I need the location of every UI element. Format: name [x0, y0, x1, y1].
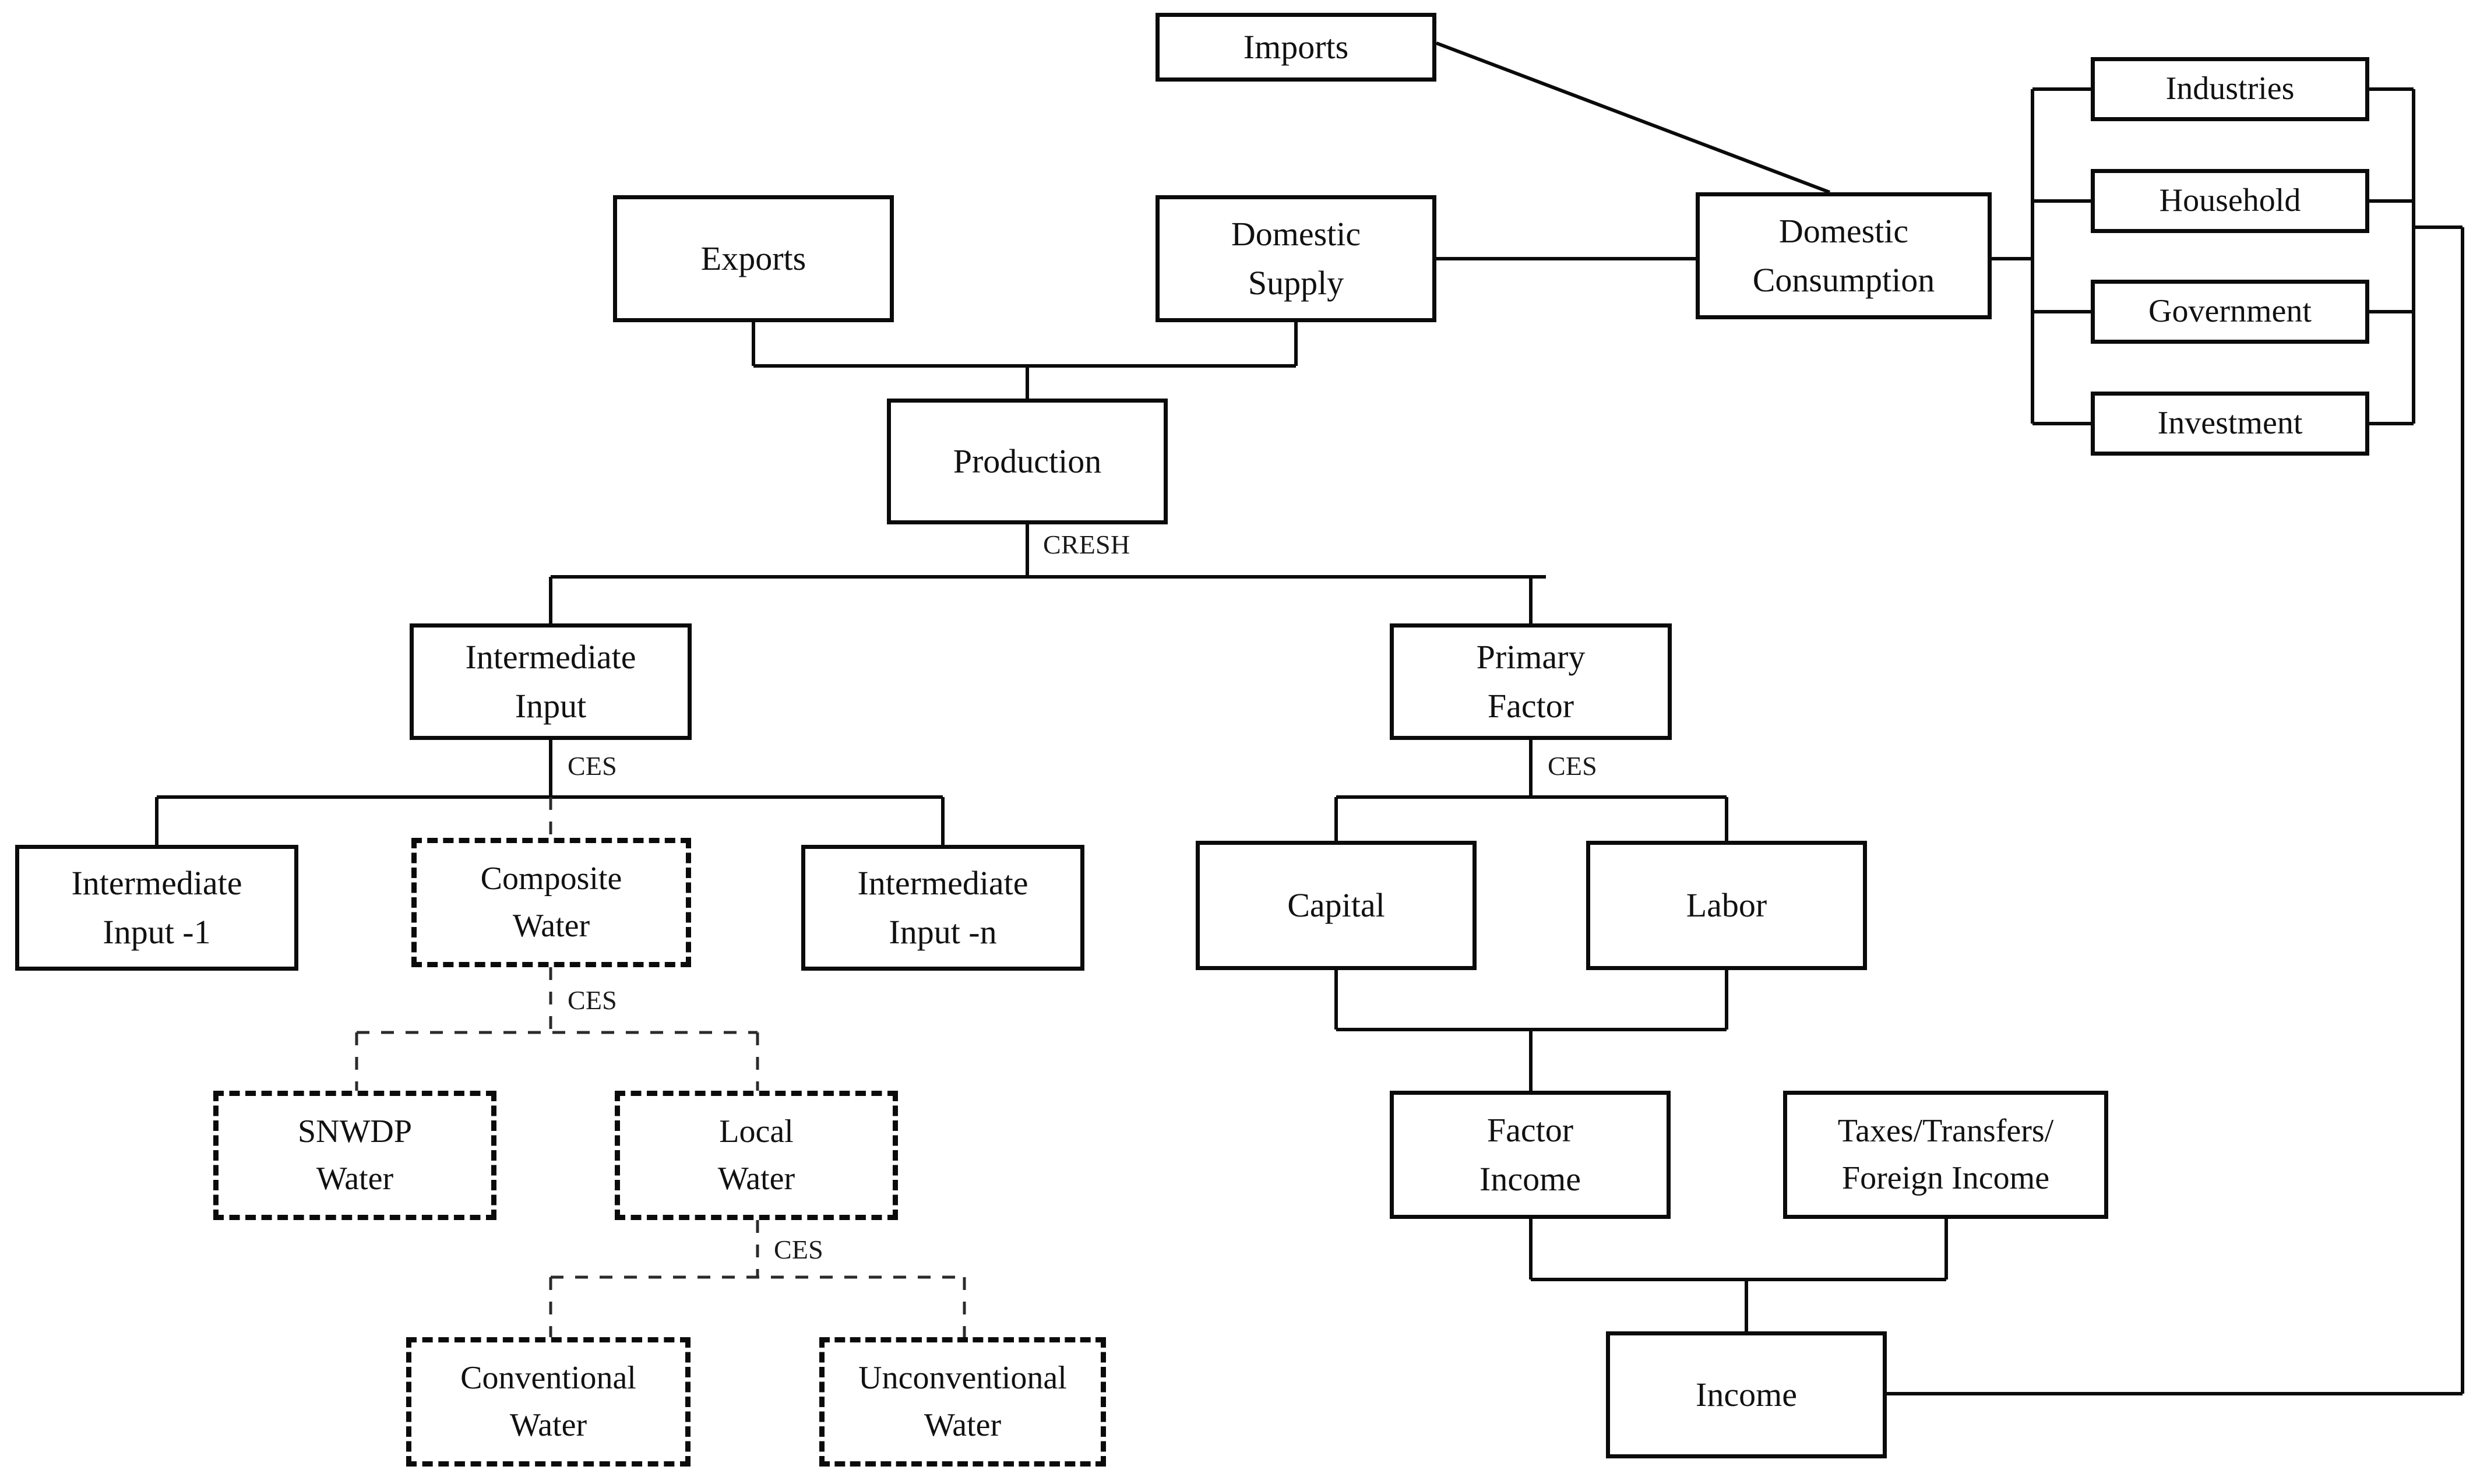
node-label-line-2: Water: [509, 1407, 587, 1443]
node-unconventional-water[interactable]: Unconventional Water: [819, 1337, 1106, 1467]
node-domestic-consumption[interactable]: Domestic Consumption: [1696, 192, 1992, 319]
edge-label-ces-local-water: CES: [774, 1235, 823, 1264]
node-label-line-2: Water: [512, 908, 590, 944]
node-label-line-2: Income: [1479, 1160, 1581, 1198]
node-label-line-1: Unconventional: [858, 1359, 1067, 1396]
node-local-water[interactable]: Local Water: [615, 1091, 898, 1220]
node-label-line-1: Intermediate: [71, 863, 242, 902]
node-label: Industries: [2165, 71, 2295, 107]
node-income[interactable]: Income: [1606, 1331, 1887, 1458]
node-label: Production: [953, 442, 1102, 480]
node-label-line-2: Input -n: [889, 913, 997, 951]
node-label-line-1: Domestic: [1778, 212, 1909, 250]
node-label: Household: [2159, 182, 2301, 219]
node-snwdp-water[interactable]: SNWDP Water: [213, 1091, 496, 1220]
node-label-line-2: Consumption: [1752, 261, 1935, 299]
edge-label-cresh: CRESH: [1043, 530, 1130, 559]
node-taxes-transfers-foreign-income[interactable]: Taxes/Transfers/ Foreign Income: [1783, 1091, 2108, 1219]
node-label-line-2: Supply: [1248, 264, 1344, 302]
node-label-line-1: Intermediate: [857, 863, 1028, 902]
node-label: Imports: [1243, 27, 1349, 66]
node-label-line-1: Conventional: [460, 1359, 636, 1396]
node-government[interactable]: Government: [2091, 280, 2369, 344]
node-industries[interactable]: Industries: [2091, 57, 2369, 121]
node-primary-factor[interactable]: Primary Factor: [1390, 623, 1672, 740]
edge-label-ces-primary-factor: CES: [1548, 751, 1597, 781]
node-intermediate-input-1[interactable]: Intermediate Input -1: [15, 845, 298, 971]
node-household[interactable]: Household: [2091, 169, 2369, 233]
node-label: Investment: [2157, 405, 2303, 442]
node-label-line-2: Foreign Income: [1841, 1160, 2050, 1196]
node-exports[interactable]: Exports: [613, 195, 894, 322]
node-intermediate-input[interactable]: Intermediate Input: [410, 623, 692, 740]
node-investment[interactable]: Investment: [2091, 392, 2369, 456]
node-conventional-water[interactable]: Conventional Water: [406, 1337, 691, 1467]
edge-label-ces-intermediate-input: CES: [568, 751, 617, 781]
node-label-line-2: Water: [717, 1161, 795, 1197]
node-production[interactable]: Production: [887, 399, 1168, 524]
node-label-line-2: Factor: [1487, 687, 1574, 725]
node-label-line-1: Domestic: [1231, 214, 1361, 253]
node-composite-water[interactable]: Composite Water: [411, 838, 691, 967]
node-imports[interactable]: Imports: [1156, 13, 1436, 82]
node-label-line-2: Input -1: [103, 913, 211, 951]
node-label-line-1: Composite: [480, 860, 622, 897]
node-label: Exports: [700, 239, 806, 277]
node-labor[interactable]: Labor: [1586, 841, 1867, 970]
node-domestic-supply[interactable]: Domestic Supply: [1156, 195, 1436, 322]
node-label: Capital: [1287, 886, 1385, 924]
edge-label-ces-composite-water: CES: [568, 985, 617, 1015]
edge-imports-to-domestic-consumption: [1435, 41, 1831, 194]
node-label-line-2: Water: [316, 1161, 394, 1197]
node-label-line-1: Factor: [1486, 1111, 1574, 1149]
node-label-line-1: Local: [719, 1113, 794, 1150]
node-label-line-2: Water: [924, 1407, 1002, 1443]
node-label-line-1: SNWDP: [297, 1113, 413, 1150]
node-label-line-1: Intermediate: [465, 637, 636, 676]
node-label-line-2: Input: [515, 687, 587, 725]
node-label-line-1: Taxes/Transfers/: [1837, 1112, 2054, 1149]
node-factor-income[interactable]: Factor Income: [1390, 1091, 1671, 1219]
node-label: Government: [2148, 293, 2312, 330]
node-intermediate-input-n[interactable]: Intermediate Input -n: [801, 845, 1084, 971]
node-label: Labor: [1686, 886, 1767, 924]
node-capital[interactable]: Capital: [1196, 841, 1477, 970]
node-label: Income: [1696, 1375, 1797, 1413]
node-label-line-1: Primary: [1476, 637, 1586, 676]
